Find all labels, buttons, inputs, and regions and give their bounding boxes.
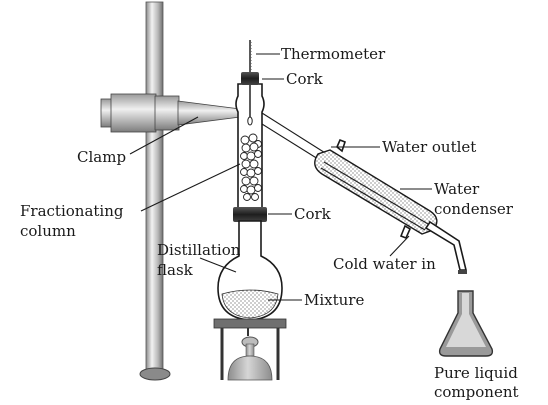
leader-lines [129, 53, 432, 301]
stand-base [139, 367, 171, 381]
label-water-outlet: Water outlet [382, 138, 476, 156]
mixture-liquid [221, 289, 279, 319]
cork-bottom [233, 207, 267, 222]
thermometer-bulb [247, 116, 253, 126]
label-distillation-flask-line1: Distillation [157, 241, 241, 259]
label-thermometer: Thermometer [281, 45, 386, 63]
cork-top [241, 72, 259, 85]
label-clamp: Clamp [77, 148, 126, 166]
label-water-condenser-line2: condenser [434, 200, 514, 218]
label-water-condenser-line1: Water [434, 180, 480, 198]
label-fractionating-column-line1: Fractionating [20, 202, 124, 220]
stand [139, 1, 171, 381]
label-mixture: Mixture [304, 291, 364, 309]
receiving-flask [438, 290, 494, 357]
label-pure-liquid-line2: component [434, 383, 519, 401]
clamp [100, 93, 241, 133]
label-pure-liquid-line1: Pure liquid [434, 364, 518, 382]
label-fractionating-column-line2: column [20, 222, 76, 240]
tripod-stand [213, 318, 287, 380]
label-cork-top: Cork [286, 70, 324, 88]
burner [227, 336, 273, 381]
glass-beads [240, 133, 262, 201]
fractionating-column [233, 40, 267, 222]
labels: Thermometer Cork Clamp Water outlet Wate… [20, 45, 519, 401]
stand-pole [145, 1, 164, 375]
water-condenser [261, 112, 468, 274]
label-cold-water-in: Cold water in [333, 255, 436, 273]
label-distillation-flask-line2: flask [157, 261, 194, 279]
distillation-flask [217, 220, 283, 321]
label-cork-bottom: Cork [294, 205, 332, 223]
